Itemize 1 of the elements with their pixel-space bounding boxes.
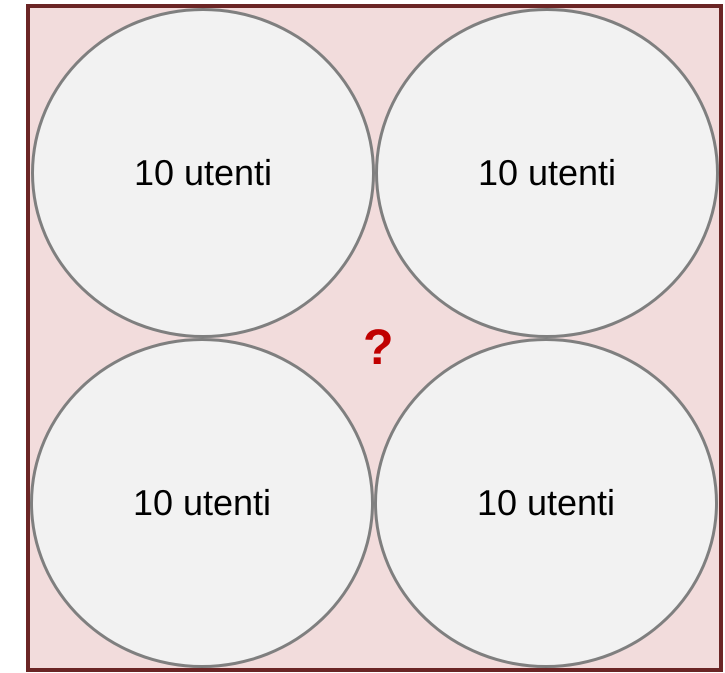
frame-box <box>26 4 723 672</box>
